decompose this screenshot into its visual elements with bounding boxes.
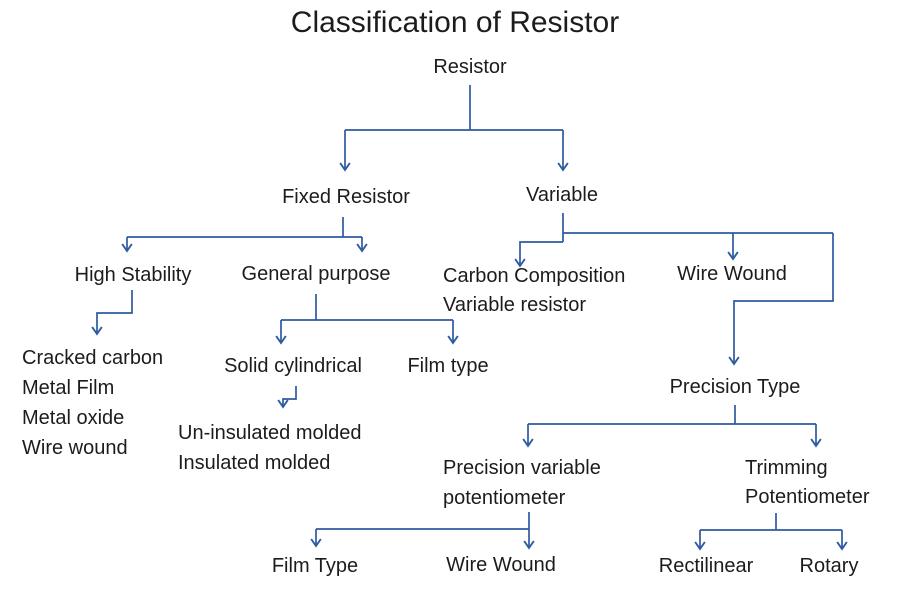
node-rotary: Rotary <box>799 555 859 577</box>
node-precision-variable-line2: potentiometer <box>443 487 566 509</box>
edge-to-molded-types <box>277 386 297 409</box>
node-carbon-composition-line1: Carbon Composition <box>443 265 626 287</box>
list-item-cracked-carbon: Cracked carbon <box>22 347 164 369</box>
edge-precision-split <box>528 405 816 425</box>
node-variable: Variable <box>526 184 598 206</box>
edge-general-split <box>281 294 453 321</box>
edge-variable-split <box>562 213 833 242</box>
node-precision-type: Precision Type <box>669 376 801 398</box>
list-item-metal-film: Metal Film <box>22 377 115 399</box>
edge-fixed-split <box>127 217 362 238</box>
list-item-wire-wound: Wire wound <box>22 437 128 459</box>
node-general-purpose: General purpose <box>241 263 391 285</box>
node-carbon-composition: Carbon Composition Variable resistor <box>443 262 625 320</box>
node-trimming-line2: Potentiometer <box>745 486 870 508</box>
node-fixed-resistor: Fixed Resistor <box>282 186 410 208</box>
node-precision-variable-potentiometer: Precision variable potentiometer <box>443 453 601 513</box>
node-molded-types: Un-insulated molded Insulated molded <box>178 418 361 478</box>
node-film-type: Film type <box>407 355 489 377</box>
node-high-stability-types: Cracked carbon Metal Film Metal oxide Wi… <box>22 343 163 463</box>
list-item-uninsulated-molded: Un-insulated molded <box>178 422 362 444</box>
node-high-stability: High Stability <box>74 264 192 286</box>
edge-to-high-stability-types <box>91 290 133 336</box>
node-resistor: Resistor <box>433 56 507 78</box>
node-carbon-composition-line2: Variable resistor <box>443 294 587 316</box>
diagram-title: Classification of Resistor <box>290 6 620 39</box>
node-precision-variable-line1: Precision variable <box>443 457 601 479</box>
list-item-metal-oxide: Metal oxide <box>22 407 125 429</box>
node-wire-wound: Wire Wound <box>677 263 787 285</box>
node-trimming-potentiometer: Trimming Potentiometer <box>745 454 870 512</box>
node-film-type2: Film Type <box>271 555 359 577</box>
edge-to-precision-type <box>728 233 834 366</box>
node-solid-cylindrical: Solid cylindrical <box>224 355 362 377</box>
edge-trimming-split <box>700 513 842 531</box>
list-item-insulated-molded: Insulated molded <box>178 452 331 474</box>
edge-to-carbon-composition <box>514 241 563 268</box>
node-rectilinear: Rectilinear <box>658 555 754 577</box>
node-wire-wound2: Wire Wound <box>446 554 556 576</box>
edge-root-split <box>345 85 563 131</box>
node-trimming-line1: Trimming <box>745 457 828 479</box>
